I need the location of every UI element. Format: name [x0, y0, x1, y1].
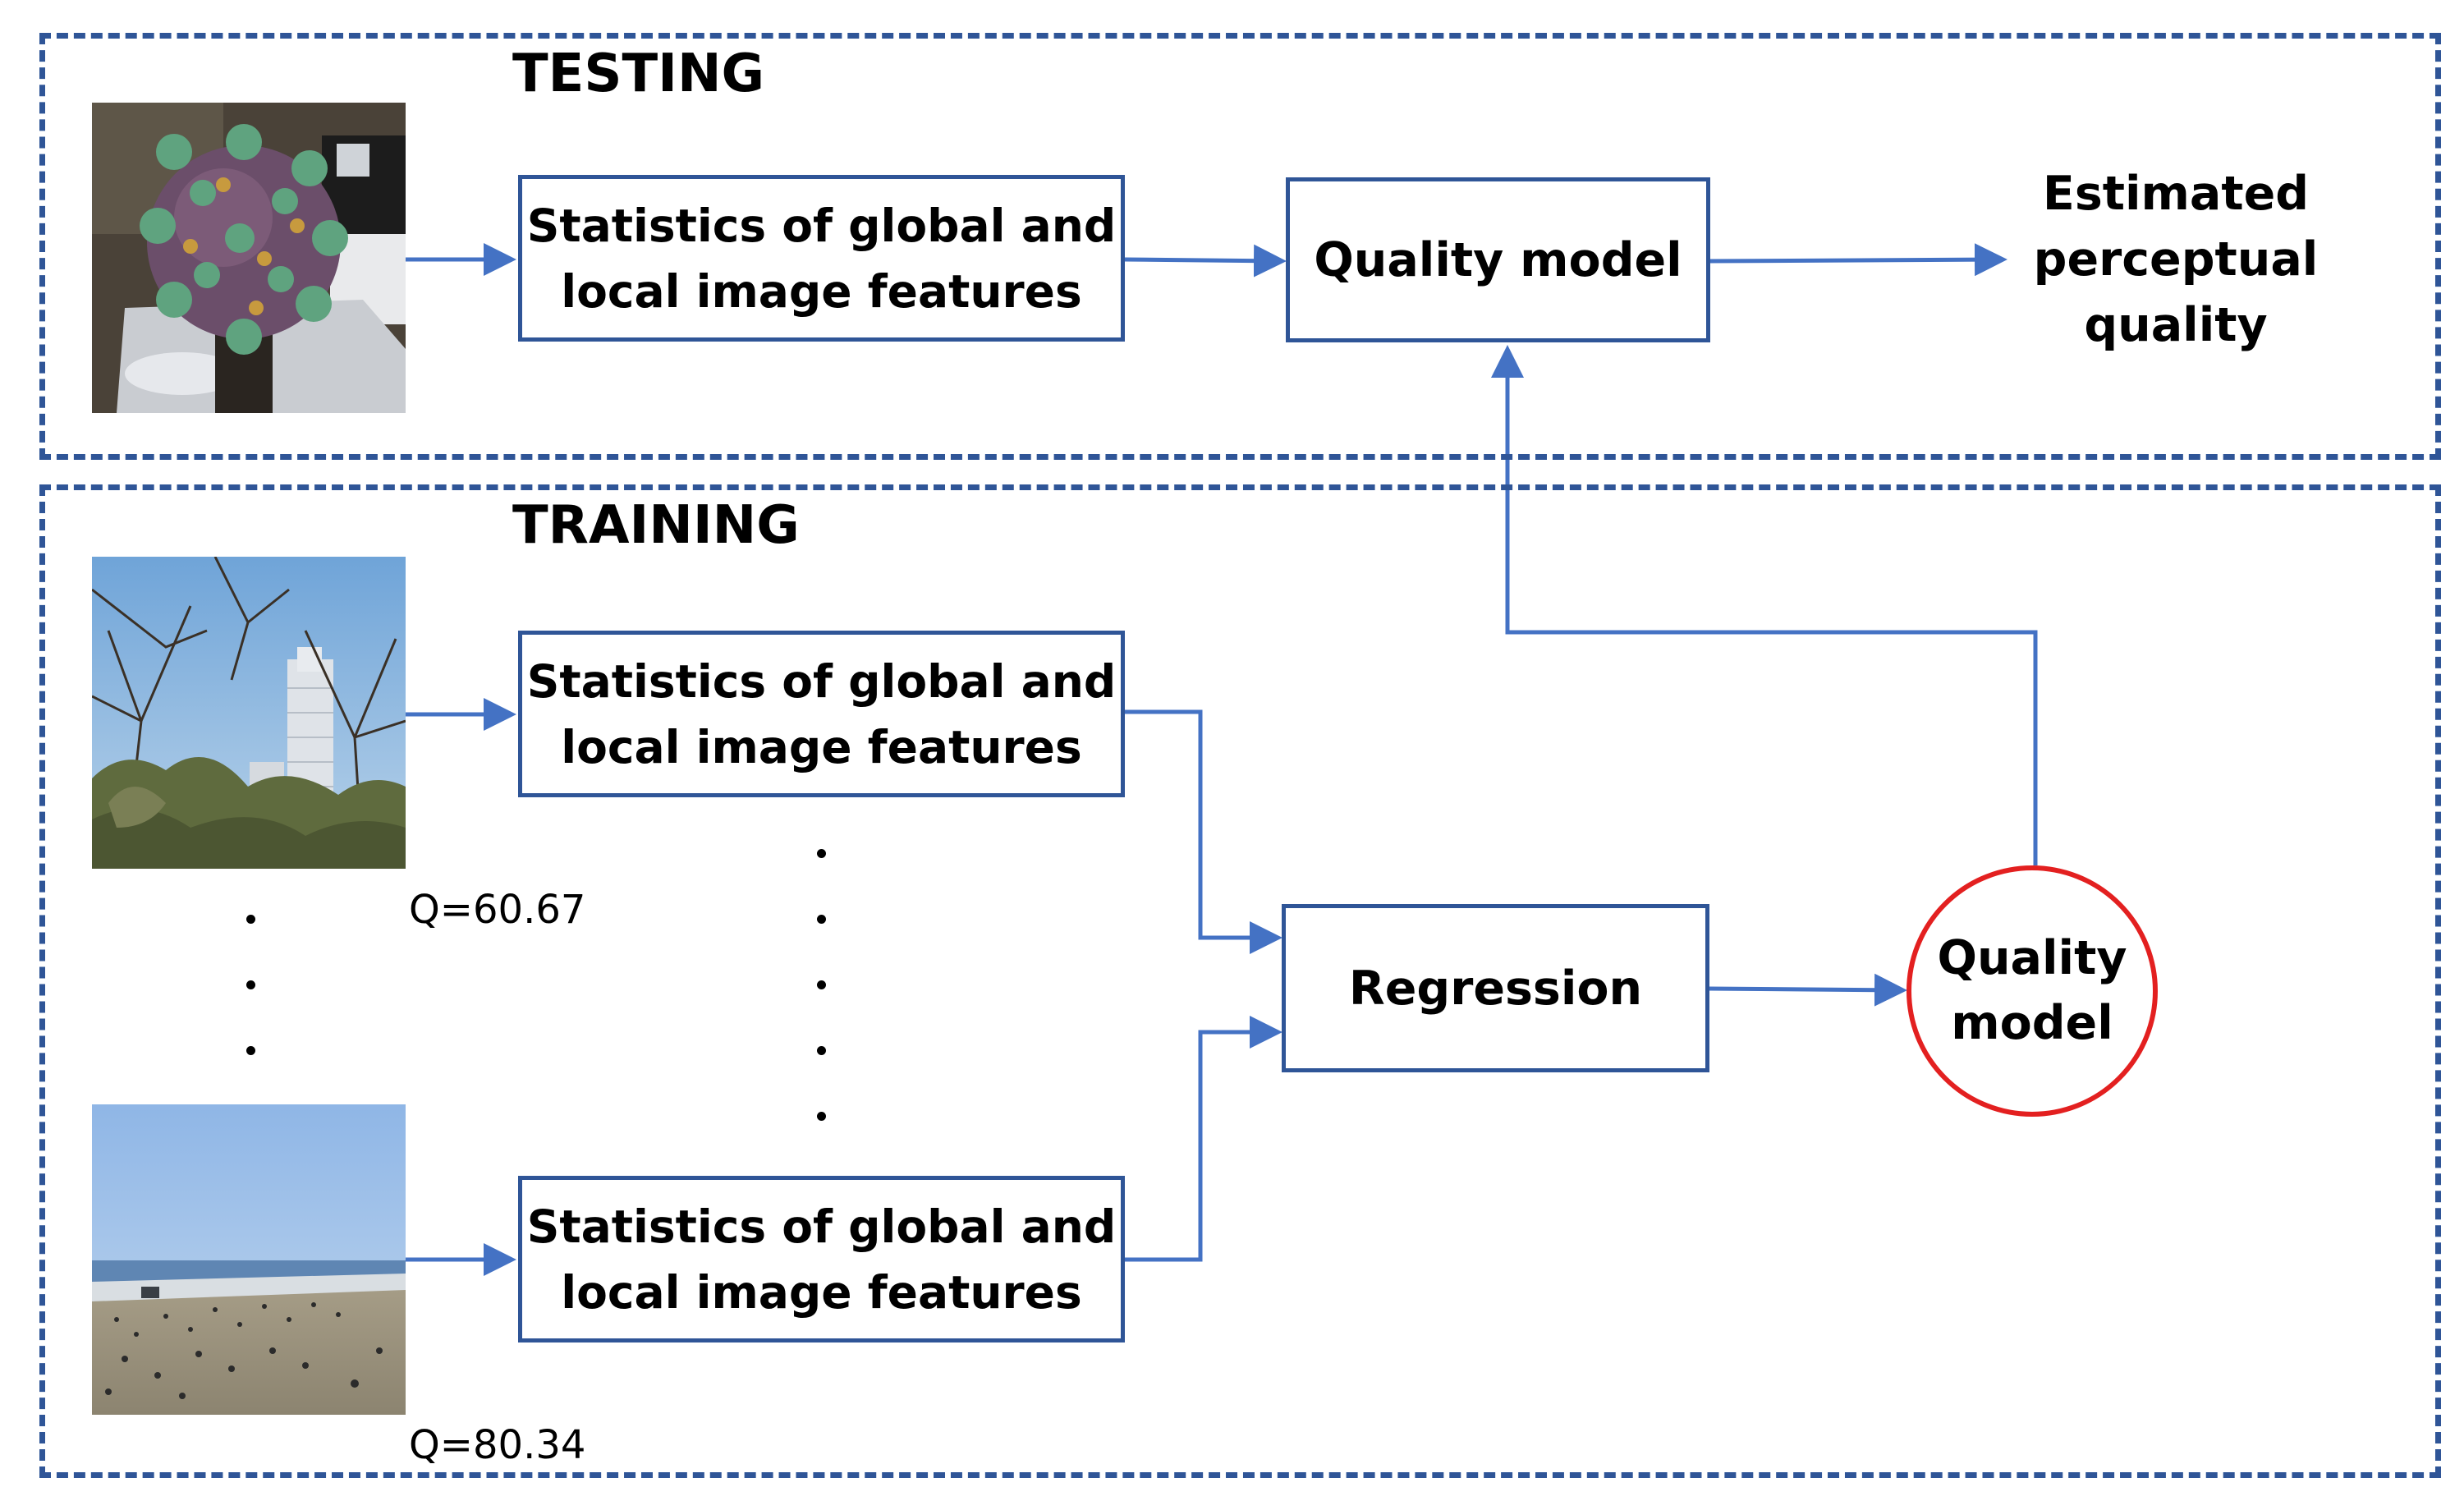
quality-model-node-line2: model: [1951, 996, 2113, 1050]
training-bottom-features-label-line1: Statistics of global and: [526, 1200, 1117, 1253]
train-score-top: Q=60.67: [409, 887, 586, 933]
ellipsis-dot: [817, 849, 826, 858]
testing-section-frame: [39, 33, 2441, 460]
test-image-virus-sculpture: [92, 103, 406, 413]
testing-quality-model-box: Quality model: [1286, 177, 1710, 342]
arrow-trained-model-to-testing: [1491, 345, 2038, 865]
testing-features-label-line2: local image features: [561, 264, 1082, 318]
arrow-quality-model-to-output: [1709, 243, 2007, 277]
ellipsis-dot: [246, 1046, 255, 1055]
arrow-features-top-to-regression: [1125, 709, 1282, 954]
arrow-features-to-quality-model: [1124, 244, 1287, 278]
testing-quality-model-label: Quality model: [1314, 232, 1682, 287]
output-label-line1: Estimated: [2042, 167, 2310, 221]
training-top-features-label-line2: local image features: [561, 720, 1082, 773]
ellipsis-dot: [817, 915, 826, 924]
train-score-bottom: Q=80.34: [409, 1422, 586, 1468]
quality-model-node-line1: Quality: [1937, 931, 2127, 985]
ellipsis-dot: [246, 915, 255, 924]
arrow-regression-to-quality-model: [1707, 973, 1907, 1007]
training-section-title: TRAINING: [512, 495, 800, 556]
quality-model-node: Quality model: [1907, 865, 2158, 1117]
training-bottom-features-label-line2: local image features: [561, 1265, 1082, 1319]
output-label-line3: quality: [2084, 298, 2268, 352]
ellipsis-dot: [246, 980, 255, 989]
estimated-quality-output: Estimated perceptual quality: [1995, 161, 2356, 358]
ellipsis-dot: [817, 1112, 826, 1121]
training-features-box-top: Statistics of global and local image fea…: [518, 631, 1125, 797]
testing-section-title: TESTING: [512, 44, 765, 104]
output-label-line2: perceptual: [2033, 232, 2319, 287]
regression-box: Regression: [1282, 904, 1709, 1072]
training-section-frame: [39, 484, 2441, 1478]
training-top-features-label-line1: Statistics of global and: [526, 654, 1117, 708]
ellipsis-dot: [817, 980, 826, 989]
train-image-trees-building: [92, 557, 406, 869]
testing-features-label-line1: Statistics of global and: [526, 199, 1117, 252]
testing-features-box: Statistics of global and local image fea…: [518, 175, 1125, 342]
training-features-box-bottom: Statistics of global and local image fea…: [518, 1176, 1125, 1342]
regression-label: Regression: [1348, 961, 1643, 1016]
train-image-beach: [92, 1104, 406, 1415]
ellipsis-dot: [817, 1046, 826, 1055]
arrow-features-bottom-to-regression: [1125, 1016, 1282, 1262]
